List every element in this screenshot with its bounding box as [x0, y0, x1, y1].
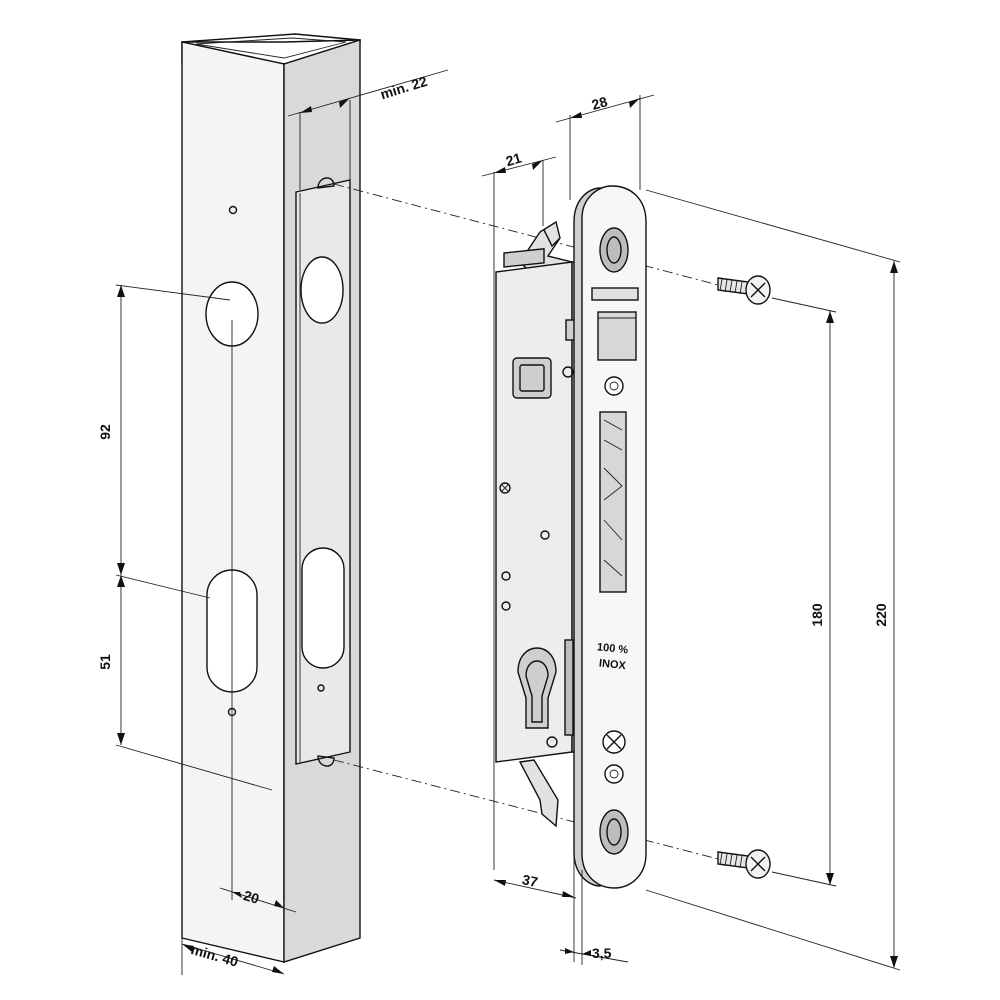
- mounting-screw-bottom: [717, 849, 771, 879]
- dim-92-label: 92: [97, 424, 113, 440]
- faceplate-adjust-screw-bottom: [604, 764, 624, 784]
- dim-28-label: 28: [590, 93, 610, 113]
- side-oblong-hole: [301, 547, 345, 669]
- dim-180-label: 180: [809, 603, 825, 627]
- faceplate-hole-bottom: [599, 809, 629, 855]
- faceplate-marking-line1: 100 %: [596, 641, 628, 656]
- lock-hole-mid: [540, 530, 550, 540]
- front-small-hole-top: [228, 205, 238, 215]
- faceplate: 100 % INOX: [573, 185, 647, 889]
- dim-min22-label: min. 22: [378, 73, 429, 102]
- dim-220-label: 220: [873, 603, 889, 627]
- latch-bolt: [597, 311, 637, 361]
- faceplate-hole-top: [599, 227, 629, 273]
- dim-20-label: 20: [242, 887, 262, 907]
- dim-3-5-label: 3,5: [592, 945, 612, 961]
- alignment-lines: [333, 183, 723, 861]
- side-small-hole: [317, 684, 325, 692]
- lock-slot-top: [503, 248, 545, 268]
- phillips-head-icon: [750, 282, 766, 298]
- dim-37-label: 37: [521, 871, 540, 890]
- side-round-hole: [300, 256, 344, 324]
- square-tube: [181, 33, 361, 963]
- lock-body: [495, 220, 583, 828]
- cutout-ear-bottom: [317, 755, 335, 767]
- cross-screw-icon: [606, 734, 622, 750]
- faceplate-adjust-screw-top: [604, 376, 624, 396]
- faceplate-bolt-window: [599, 411, 627, 593]
- dim-51-label: 51: [97, 654, 113, 670]
- lock-screw-upper: [562, 366, 574, 378]
- latch-bottom: [518, 759, 559, 828]
- cutout-ear-top: [317, 177, 335, 189]
- lock-screw-left: [499, 482, 511, 494]
- dim-21-label: 21: [504, 149, 524, 169]
- lock-dimensions: 28 21 37 3,5 180 220: [481, 93, 901, 971]
- tube-front-face: [181, 41, 285, 963]
- mounting-screw-top: [717, 275, 771, 305]
- faceplate-marking-line2: INOX: [598, 657, 627, 672]
- lock-follower: [512, 357, 552, 399]
- faceplate-latch-window: [591, 287, 639, 301]
- tube-top-inner: [195, 37, 347, 59]
